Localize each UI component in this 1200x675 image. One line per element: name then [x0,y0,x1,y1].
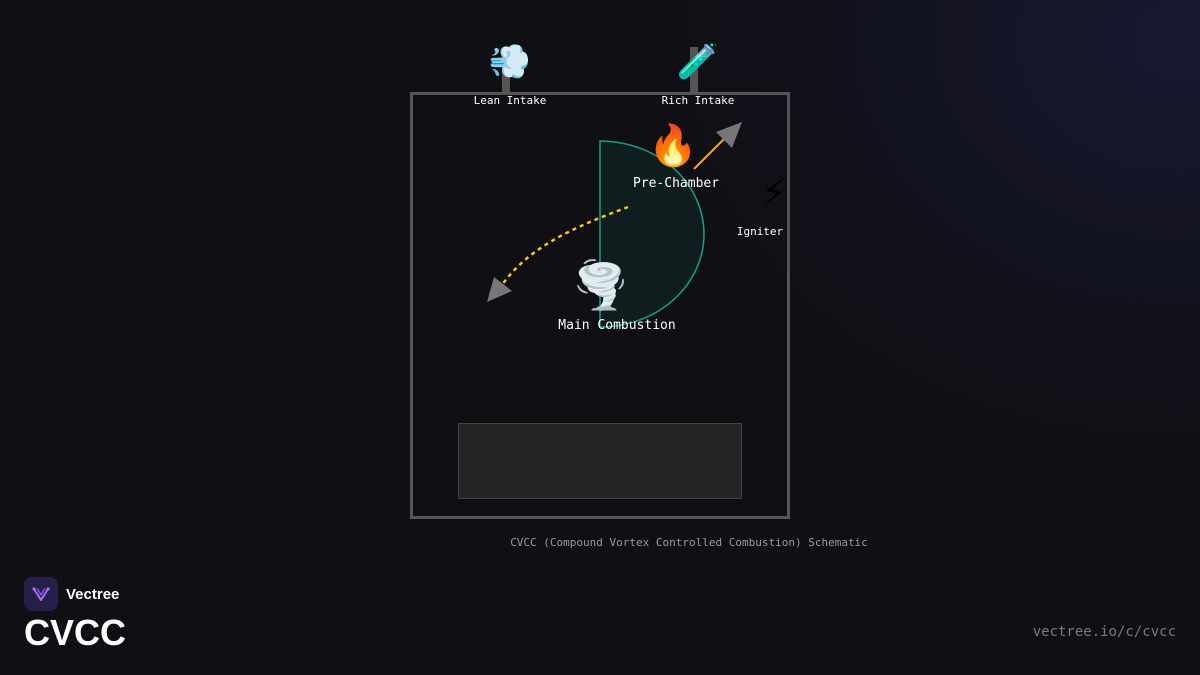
lean-intake-label: Lean Intake [473,94,547,107]
igniter-arrow [693,136,727,170]
flame-path-arrowhead [487,277,512,302]
igniter-label: Igniter [736,225,784,238]
pre-chamber-label: Pre-Chamber [632,176,720,191]
test-tube-icon: 🧪 [676,42,720,82]
brand-name: Vectree [66,585,120,603]
tornado-icon: 🌪️ [572,258,630,312]
brand[interactable]: Vectree [24,577,119,611]
page-title: CVCC [24,612,127,653]
rich-intake-label: Rich Intake [661,94,735,107]
vectree-logo-icon [24,577,58,611]
piston [458,423,742,499]
lightning-icon: ⚡ [761,173,787,214]
pre-chamber-outline [599,140,705,328]
cylinder-wall [410,92,790,519]
main-combustion-label: Main Combustion [558,318,676,333]
wind-icon: 💨 [488,42,532,82]
lean-intake-port [502,68,510,94]
flame-propagation-path [500,205,629,286]
page-url-link[interactable]: vectree.io/c/cvcc [1032,624,1176,640]
igniter-arrowhead [716,122,742,148]
fire-icon: 🔥 [648,123,698,169]
diagram-caption: CVCC (Compound Vortex Controlled Combust… [510,536,868,549]
rich-intake-port [690,47,698,94]
